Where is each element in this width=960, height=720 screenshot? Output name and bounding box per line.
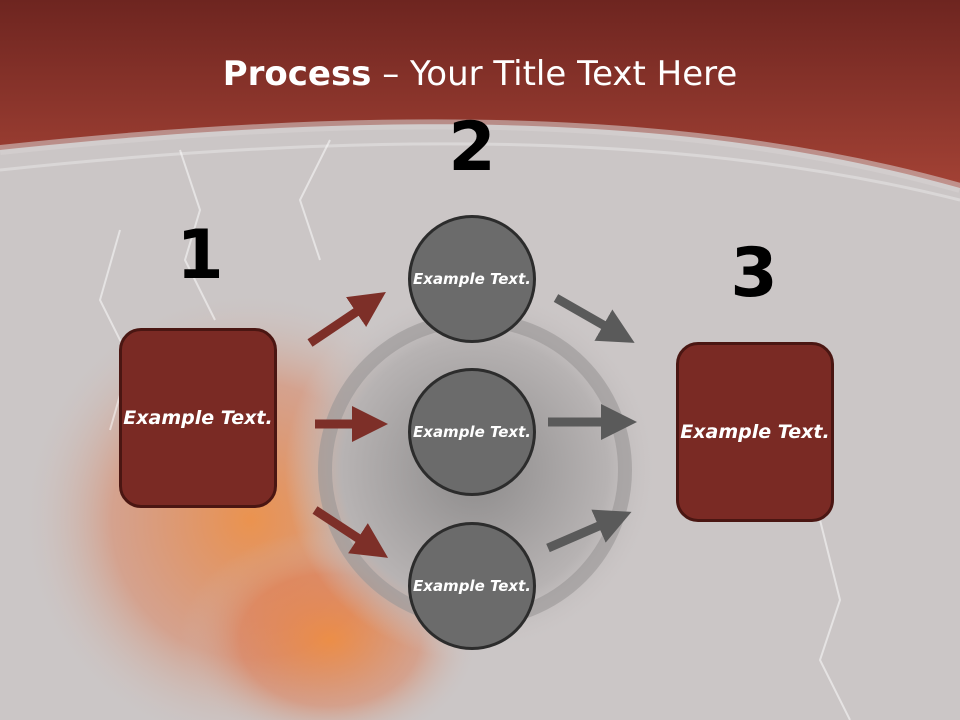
step-number-2: 2 xyxy=(448,108,496,187)
arrow-1-to-bottom xyxy=(312,506,389,558)
slide-title: Process – Your Title Text Here xyxy=(0,52,960,96)
arrow-bottom-to-3 xyxy=(546,509,632,553)
arrow-top-to-3 xyxy=(553,294,635,343)
step-2-circle-top-label: Example Text. xyxy=(413,269,531,288)
step-3-label: Example Text. xyxy=(680,420,830,443)
step-2-circle-top[interactable]: Example Text. xyxy=(408,215,536,343)
step-number-1: 1 xyxy=(176,216,224,295)
step-2-circle-bottom-label: Example Text. xyxy=(413,576,531,595)
title-bold: Process xyxy=(222,54,372,94)
step-1-box[interactable]: Example Text. xyxy=(119,328,277,508)
step-1-label: Example Text. xyxy=(123,406,273,429)
step-2-circle-middle-label: Example Text. xyxy=(413,422,531,441)
step-2-circle-bottom[interactable]: Example Text. xyxy=(408,522,536,650)
step-3-box[interactable]: Example Text. xyxy=(676,342,834,522)
step-number-3: 3 xyxy=(730,234,778,313)
step-2-circle-middle[interactable]: Example Text. xyxy=(408,368,536,496)
arrow-1-to-top xyxy=(307,291,386,347)
title-rest: – Your Title Text Here xyxy=(371,54,738,94)
